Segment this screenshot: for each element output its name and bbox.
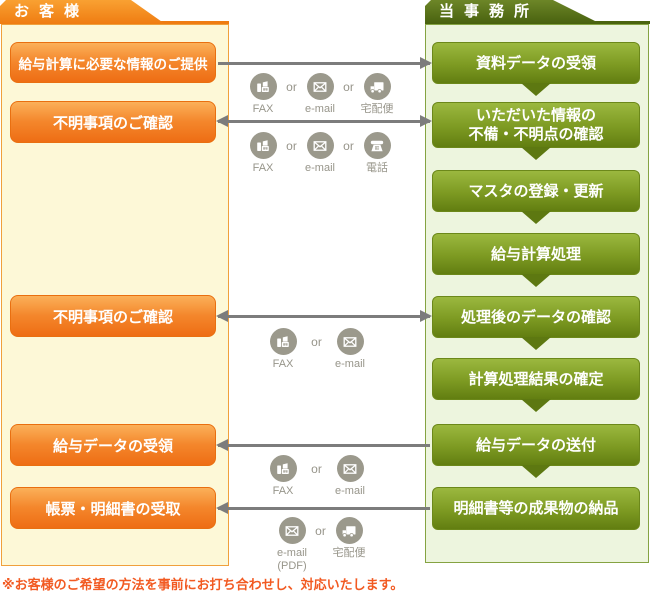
office-header-label: 当事務所 bbox=[439, 3, 540, 20]
office-step-finalize-results: 計算処理結果の確定 bbox=[432, 358, 640, 400]
channel-item-label: e-mail bbox=[277, 547, 307, 559]
arrowhead-right bbox=[420, 115, 432, 127]
channel-item-label: e-mail bbox=[335, 485, 365, 497]
email-icon bbox=[336, 328, 364, 355]
arrow-line bbox=[218, 120, 430, 123]
office-header-tab: 当事務所 bbox=[425, 0, 601, 24]
channel-item-label: FAX bbox=[252, 162, 274, 174]
office-step-send-payroll-data: 給与データの送付 bbox=[432, 424, 640, 466]
channel-item-label: e-mail bbox=[335, 358, 365, 370]
or-label: or bbox=[311, 335, 322, 349]
channel-group-1: FAX or e-mail or 宅配便 bbox=[243, 73, 397, 116]
channel-item-label: 宅配便 bbox=[332, 547, 366, 559]
channel-item-courier: 宅配便 bbox=[357, 73, 397, 116]
channel-item-label: FAX bbox=[272, 358, 294, 370]
customer-step-receive-reports: 帳票・明細書の受取 bbox=[10, 487, 216, 529]
step-label: 資料データの受領 bbox=[475, 54, 596, 72]
channel-item-courier: 宅配便 bbox=[329, 517, 369, 560]
channel-item-sublabel: (PDF) bbox=[277, 560, 307, 572]
arrowhead-left bbox=[216, 115, 228, 127]
step-label: 不明事項のご確認 bbox=[52, 114, 173, 132]
fax-icon bbox=[269, 328, 297, 355]
channel-item-fax: FAX bbox=[243, 73, 283, 116]
channel-item-label: FAX bbox=[252, 103, 274, 115]
or-label: or bbox=[343, 139, 354, 153]
step-label: 給与データの送付 bbox=[475, 436, 596, 454]
step-label: 不明事項のご確認 bbox=[52, 308, 173, 326]
arrowhead-right bbox=[420, 310, 432, 322]
step-label: 給与データの受領 bbox=[52, 437, 173, 455]
arrow-right-provide-info bbox=[216, 57, 432, 69]
channel-item-label: 宅配便 bbox=[360, 103, 394, 115]
arrowhead-left bbox=[216, 502, 228, 514]
office-step-receive-materials: 資料データの受領 bbox=[432, 42, 640, 84]
channel-item-fax: FAX bbox=[243, 132, 283, 175]
customer-header-tab: お客様 bbox=[0, 0, 165, 24]
arrow-line bbox=[218, 507, 430, 510]
channel-group-3: FAX or e-mail bbox=[263, 328, 370, 371]
step-label: 給与計算処理 bbox=[490, 245, 581, 263]
channel-group-4: FAX or e-mail bbox=[263, 455, 370, 498]
step-label: 帳票・明細書の受取 bbox=[45, 500, 181, 518]
or-label: or bbox=[286, 139, 297, 153]
truck-icon bbox=[335, 517, 363, 544]
office-step-check-processed-data: 処理後のデータの確認 bbox=[432, 296, 640, 338]
arrow-left-payroll-data bbox=[216, 439, 432, 451]
customer-step-confirm-unclear-2: 不明事項のご確認 bbox=[10, 295, 216, 337]
step-label: いただいた情報の 不備・不明点の確認 bbox=[468, 107, 604, 143]
channel-group-5: e-mail (PDF) or 宅配便 bbox=[272, 517, 369, 573]
truck-icon bbox=[363, 73, 391, 100]
fax-icon bbox=[249, 132, 277, 159]
channel-item-email: e-mail bbox=[300, 73, 340, 116]
customer-step-receive-payroll-data: 給与データの受領 bbox=[10, 424, 216, 466]
or-label: or bbox=[286, 80, 297, 94]
step-label: 処理後のデータの確認 bbox=[460, 308, 611, 326]
channel-item-phone: 電話 bbox=[357, 132, 397, 175]
channel-item-fax: FAX bbox=[263, 455, 303, 498]
channel-item-label: 電話 bbox=[366, 162, 388, 174]
channel-item-email: e-mail bbox=[300, 132, 340, 175]
or-label: or bbox=[311, 462, 322, 476]
channel-item-label: FAX bbox=[272, 485, 294, 497]
customer-header-label: お客様 bbox=[14, 3, 90, 20]
office-step-payroll-calculation: 給与計算処理 bbox=[432, 233, 640, 275]
channel-item-label: e-mail bbox=[305, 103, 335, 115]
email-icon bbox=[306, 132, 334, 159]
arrow-line bbox=[218, 315, 430, 318]
arrowhead-left bbox=[216, 310, 228, 322]
email-icon bbox=[336, 455, 364, 482]
office-step-deliver-deliverables: 明細書等の成果物の納品 bbox=[432, 487, 640, 530]
customer-step-provide-info: 給与計算に必要な情報のご提供 bbox=[10, 42, 216, 83]
step-label: 明細書等の成果物の納品 bbox=[453, 500, 619, 517]
phone-icon bbox=[363, 132, 391, 159]
office-step-master-update: マスタの登録・更新 bbox=[432, 170, 640, 212]
arrowhead-right bbox=[420, 57, 432, 69]
office-step-check-deficiencies: いただいた情報の 不備・不明点の確認 bbox=[432, 102, 640, 148]
or-label: or bbox=[315, 524, 326, 538]
arrow-both-confirm-2 bbox=[216, 310, 432, 322]
email-icon bbox=[306, 73, 334, 100]
channel-group-2: FAX or e-mail or 電話 bbox=[243, 132, 397, 175]
arrow-left-reports bbox=[216, 502, 432, 514]
channel-item-email-pdf: e-mail (PDF) bbox=[272, 517, 312, 573]
or-label: or bbox=[343, 80, 354, 94]
customer-step-confirm-unclear-1: 不明事項のご確認 bbox=[10, 101, 216, 143]
email-icon bbox=[278, 517, 306, 544]
step-label: 給与計算に必要な情報のご提供 bbox=[18, 56, 208, 72]
channel-item-email: e-mail bbox=[330, 328, 370, 371]
arrow-both-confirm-1 bbox=[216, 115, 432, 127]
channel-item-label: e-mail bbox=[305, 162, 335, 174]
footnote: ※お客様のご希望の方法を事前にお打ち合わせし、対応いたします。 bbox=[2, 577, 404, 592]
arrow-line bbox=[218, 444, 430, 447]
channel-item-fax: FAX bbox=[263, 328, 303, 371]
arrowhead-left bbox=[216, 439, 228, 451]
arrow-line bbox=[218, 62, 430, 65]
fax-icon bbox=[249, 73, 277, 100]
step-label: マスタの登録・更新 bbox=[468, 182, 604, 200]
fax-icon bbox=[269, 455, 297, 482]
channel-item-email: e-mail bbox=[330, 455, 370, 498]
step-label: 計算処理結果の確定 bbox=[468, 370, 604, 388]
